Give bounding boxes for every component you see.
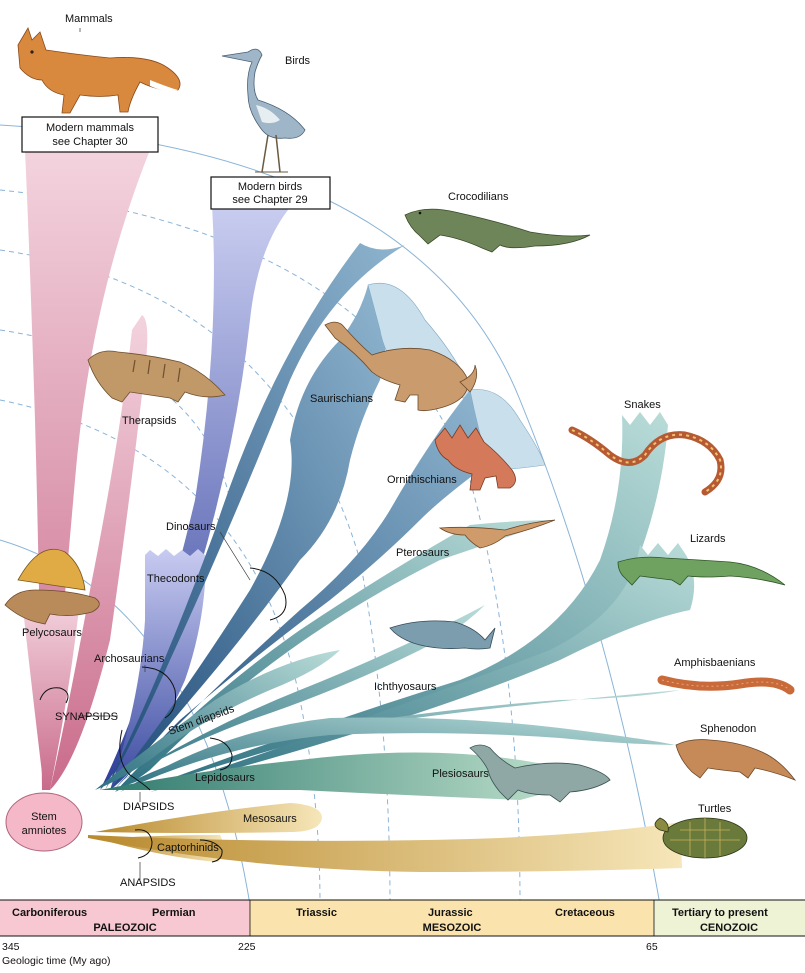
ichthyosaur-branch — [110, 605, 485, 788]
modern-mammals-box: Modern mammals see Chapter 30 — [21, 116, 159, 153]
turtle-branch — [88, 822, 682, 872]
label-stem-amniotes-2: amniotes — [22, 825, 67, 837]
label-stem-amniotes-1: Stem — [31, 811, 57, 823]
tick-225: 225 — [238, 941, 256, 953]
pelycosaur-branch — [22, 600, 80, 790]
pterosaur-illustration — [438, 519, 556, 549]
dimetrodon-illustration — [4, 548, 100, 625]
label-plesiosaurs: Plesiosaurs — [432, 768, 489, 780]
label-archosaurians: Archosaurians — [94, 653, 165, 665]
label-snakes: Snakes — [624, 399, 661, 411]
era-cenozoic: CENOZOIC — [700, 922, 758, 934]
mesozoic-band — [250, 900, 654, 936]
label-thecodonts: Thecodonts — [147, 573, 205, 585]
label-mammals: Mammals — [65, 13, 113, 25]
label-captorhinids: Captorhinids — [157, 842, 219, 854]
label-connectors — [78, 28, 251, 880]
sauropod-illustration — [324, 321, 478, 412]
label-diapsids: DIAPSIDS — [123, 801, 174, 813]
label-synapsids: SYNAPSIDS — [55, 711, 118, 723]
label-crocodilians: Crocodilians — [448, 191, 509, 203]
period-cretaceous: Cretaceous — [555, 907, 615, 919]
label-birds: Birds — [285, 55, 311, 67]
turtle-illustration — [654, 817, 748, 859]
label-anapsids: ANAPSIDS — [120, 877, 176, 889]
amphisbaenian-illustration — [657, 675, 795, 695]
label-saurischians: Saurischians — [310, 393, 373, 405]
tick-345: 345 — [2, 941, 20, 953]
bird-branch — [100, 205, 292, 790]
era-mesozoic: MESOZOIC — [423, 922, 482, 934]
label-amphisbaenians: Amphisbaenians — [674, 657, 756, 669]
crocodile-illustration — [404, 208, 591, 253]
label-pterosaurs: Pterosaurs — [396, 547, 450, 559]
label-therapsids: Therapsids — [122, 415, 177, 427]
sphenodon-illustration — [675, 739, 797, 781]
period-tertiary: Tertiary to present — [672, 907, 768, 919]
paleozoic-band — [0, 900, 250, 936]
era-paleozoic: PALEOZOIC — [93, 922, 156, 934]
therapsid-illustration — [87, 350, 226, 403]
mesosaur-branch — [95, 803, 322, 833]
clade-brackets — [39, 567, 287, 863]
label-sphenodon: Sphenodon — [700, 723, 756, 735]
period-permian: Permian — [152, 907, 196, 919]
label-ornithischians: Ornithischians — [387, 474, 457, 486]
mammals-box-line2: see Chapter 30 — [52, 136, 127, 148]
period-carboniferous: Carboniferous — [12, 907, 87, 919]
birds-box-line2: see Chapter 29 — [232, 194, 307, 206]
label-dinosaurs: Dinosaurs — [166, 521, 216, 533]
fox-illustration — [17, 27, 181, 114]
plesiosaur-branch — [100, 752, 600, 800]
geologic-timeline: Carboniferous Permian Triassic Jurassic … — [0, 899, 805, 967]
label-mesosaurs: Mesosaurs — [243, 813, 297, 825]
stegosaur-illustration — [434, 424, 516, 491]
saurischian-branch — [110, 285, 386, 790]
label-turtles: Turtles — [698, 803, 732, 815]
sphenodon-branch — [120, 717, 675, 792]
therapsid-branch — [50, 315, 148, 790]
synapsid-branches — [22, 150, 150, 790]
label-pelycosaurs: Pelycosaurs — [22, 627, 82, 639]
birds-box-line1: Modern birds — [238, 181, 303, 193]
tick-65: 65 — [646, 941, 658, 953]
label-ichthyosaurs: Ichthyosaurs — [374, 681, 437, 693]
plesiosaur-illustration — [469, 744, 611, 803]
snake-illustration — [568, 426, 725, 496]
lizard-illustration — [617, 556, 786, 586]
stem-diapsid-branch — [95, 650, 340, 790]
ichthyosaur-illustration — [389, 620, 496, 650]
label-lizards: Lizards — [690, 533, 726, 545]
period-jurassic: Jurassic — [428, 907, 473, 919]
period-triassic: Triassic — [296, 907, 337, 919]
stem-amniote-node — [5, 792, 83, 852]
heron-illustration — [221, 48, 306, 173]
geologic-axis-label: Geologic time (My ago) — [2, 955, 111, 967]
modern-birds-box: Modern birds see Chapter 29 — [210, 176, 331, 210]
mammals-box-line1: Modern mammals — [46, 122, 135, 134]
label-lepidosaurs: Lepidosaurs — [195, 772, 255, 784]
cenozoic-band — [654, 900, 805, 936]
